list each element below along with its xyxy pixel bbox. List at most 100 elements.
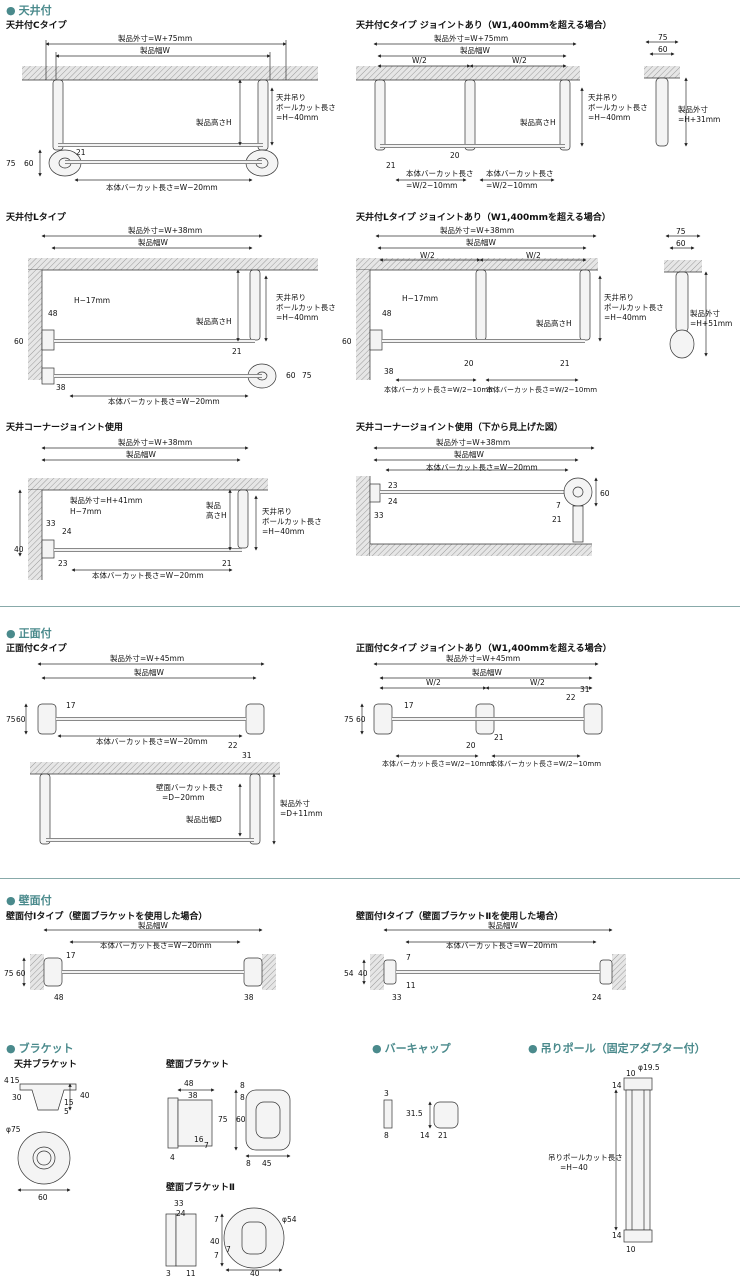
title-wall-bracket: 壁面ブラケット [166, 1060, 230, 1070]
dim-label: 製品高さH [196, 316, 232, 326]
drawing-front-c [24, 662, 280, 845]
dim-label: 22 [566, 693, 576, 702]
dim-label: 48 [382, 309, 392, 318]
dim-label: 24 [592, 993, 602, 1002]
dim-label: 製品外寸=W+38mm [128, 225, 202, 235]
dim-label: 本体バーカット長さ [406, 168, 474, 178]
dim-label: 60 [38, 1193, 48, 1202]
dim-label: 60 [676, 239, 686, 248]
section-hanging-pole: ●吊りポール（固定アダプター付） [528, 1042, 706, 1055]
dim-label: 高さH [206, 510, 227, 520]
dim-label: =H−40mm [604, 313, 646, 322]
dim-label: 製品高さH [520, 117, 556, 127]
dim-label: 40 [210, 1237, 220, 1246]
section-wall: ●壁面付 [6, 894, 52, 907]
section-ceiling: ●天井付 [6, 4, 52, 17]
divider [0, 606, 740, 607]
dim-label: 製品幅W [134, 667, 164, 677]
dim-label: 24 [62, 527, 72, 536]
dim-label: 20 [450, 151, 460, 160]
dim-label: 60 [658, 45, 668, 54]
dim-label: 24 [176, 1209, 186, 1218]
dim-label: 製品外寸=W+75mm [434, 33, 508, 43]
dim-label: 75 [302, 371, 312, 380]
dim-label: 38 [244, 993, 254, 1002]
dim-label: 7 [406, 953, 411, 962]
dim-label: 製品幅W [466, 237, 496, 247]
dim-label: 75 [218, 1115, 228, 1124]
dim-label: 7 [204, 1141, 209, 1150]
dim-label: 23 [58, 559, 68, 568]
dim-label: 製品外寸=W+45mm [446, 653, 520, 663]
dim-label: 75 [6, 715, 16, 724]
dim-label: 11 [186, 1269, 196, 1278]
title-front-c-joint: 正面付Cタイプ ジョイントあり（W1,400mmを超える場合） [356, 644, 612, 654]
dim-label: 23 [388, 481, 398, 490]
dim-label: 14 [612, 1231, 622, 1240]
dim-label: 8 [240, 1093, 245, 1102]
dim-label: 製品外寸=W+38mm [440, 225, 514, 235]
dim-label: 製品幅W [454, 449, 484, 459]
dim-label: 天井吊り [604, 292, 634, 302]
dim-label: =W/2−10mm [406, 181, 457, 190]
dim-label: 7 [556, 501, 561, 510]
dim-label: 7 [226, 1245, 231, 1254]
dim-label: 4 [4, 1076, 9, 1085]
dim-label: 21 [386, 161, 396, 170]
dim-label: 14 [420, 1131, 430, 1140]
dim-label: 製品外寸=W+38mm [436, 437, 510, 447]
dim-label: ボールカット長さ [262, 517, 322, 526]
dim-label: W/2 [530, 678, 545, 687]
dim-label: ボールカット長さ [276, 303, 336, 312]
dim-label: 75 [6, 159, 16, 168]
dim-label: =D+11mm [280, 809, 323, 818]
dim-label: 本体バーカット長さ=W−20mm [106, 182, 218, 192]
dim-label: 本体バーカット長さ=W/2−10mm [384, 385, 495, 394]
section-bracket: ●ブラケット [6, 1042, 74, 1055]
dim-label: 3 [384, 1089, 389, 1098]
dim-label: 31 [242, 751, 252, 760]
dim-label: 16 [194, 1135, 204, 1144]
dim-label: =W/2−10mm [486, 181, 537, 190]
dim-label: 31.5 [406, 1109, 423, 1118]
dim-label: W/2 [512, 56, 527, 65]
dim-label: 60 [236, 1115, 246, 1124]
drawing-wall-bracket2 [165, 1207, 285, 1272]
dim-label: 60 [356, 715, 366, 724]
bullet-icon: ● [6, 627, 16, 640]
bullet-icon: ● [372, 1042, 382, 1055]
dim-label: 22 [228, 741, 238, 750]
title-ceil-l-joint: 天井付Lタイプ ジョイントあり（W1,400mmを超える場合） [356, 213, 611, 223]
bullet-icon: ● [528, 1042, 538, 1055]
dim-label: 75 [676, 227, 686, 236]
dim-label: 17 [404, 701, 414, 710]
drawing-wall-bracket [167, 1088, 291, 1158]
drawing-ceil-bracket [17, 1083, 77, 1192]
dim-label: 33 [174, 1199, 184, 1208]
dim-label: 10 [626, 1245, 636, 1254]
dim-label: 製品幅W [126, 449, 156, 459]
title-ceil-corner-below: 天井コーナージョイント使用（下から見上げた図） [356, 423, 563, 433]
dim-label: 38 [188, 1091, 198, 1100]
dim-label: 21 [76, 148, 86, 157]
dim-label: φ54 [282, 1215, 297, 1224]
dim-label: 製品外寸=W+38mm [118, 437, 192, 447]
dim-label: 本体バーカット長さ=W−20mm [96, 736, 208, 746]
dim-label: 60 [600, 489, 610, 498]
drawing-wall-i1 [22, 928, 276, 990]
bullet-icon: ● [6, 4, 16, 17]
title-ceil-corner: 天井コーナージョイント使用 [6, 423, 123, 433]
dim-label: 33 [392, 993, 402, 1002]
drawing-wall-i2 [362, 928, 626, 990]
dim-label: 24 [388, 497, 398, 506]
title-ceil-l: 天井付Lタイプ [6, 213, 66, 223]
dim-label: 40 [80, 1091, 90, 1100]
dim-label: 製品 [206, 500, 221, 510]
dim-label: 天井吊り [276, 292, 306, 302]
title-wall-i2: 壁面付Iタイプ（壁面ブラケットⅡを使用した場合） [356, 912, 564, 922]
dim-label: 48 [48, 309, 58, 318]
dim-label: 60 [16, 969, 26, 978]
dim-label: 60 [14, 337, 24, 346]
drawing-ceil-corner-below [356, 446, 598, 556]
